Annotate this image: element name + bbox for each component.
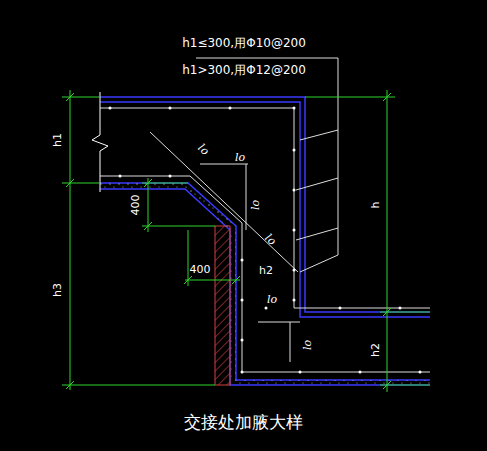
break-symbol	[92, 92, 108, 192]
rebar-dot	[109, 107, 112, 110]
anchor-length: lo	[267, 294, 277, 306]
drawing-stroke	[258, 322, 300, 323]
drawing-stroke	[62, 385, 215, 386]
rebar-dot	[359, 371, 362, 374]
rebar-note: h1≤300,用Φ10@200	[182, 37, 306, 50]
drawing-stroke	[290, 322, 291, 362]
drawing-stroke	[232, 276, 240, 284]
leader-lines	[196, 58, 338, 272]
drawing-stroke	[150, 132, 298, 272]
rebar-dot	[241, 299, 244, 302]
drawing-stroke	[300, 130, 338, 140]
rebar-dot	[241, 371, 244, 374]
rebar-dot	[265, 307, 268, 310]
dimension-text: 400	[190, 264, 211, 276]
rebar-dot	[293, 189, 296, 192]
dimension-text: h3	[52, 283, 64, 297]
anchor-length: lo	[235, 152, 245, 164]
caption: 交接处加腋大样	[184, 413, 303, 432]
rebar-lines	[100, 108, 430, 372]
drawing-stroke	[66, 93, 74, 101]
rebar-dot	[241, 259, 244, 262]
dimension-lines	[62, 90, 430, 392]
drawing-stroke	[100, 97, 430, 312]
drawing-stroke	[338, 58, 339, 255]
drawing-stroke	[188, 230, 189, 286]
drawing-stroke	[215, 226, 230, 385]
concrete-outline	[100, 97, 430, 385]
drawing-stroke	[148, 178, 149, 232]
drawing-stroke	[100, 189, 430, 385]
drawing-stroke	[100, 183, 430, 380]
dimension-text: h	[370, 202, 382, 209]
drawing-stroke	[296, 178, 338, 190]
rebar-dot	[293, 299, 296, 302]
drawing-stroke	[100, 183, 236, 230]
dimension-text: h1	[52, 133, 64, 147]
drawing-stroke	[62, 183, 100, 184]
rebar-dot	[339, 307, 342, 310]
drawing-stroke	[66, 179, 74, 187]
drawing-stroke	[300, 255, 338, 272]
drawing-stroke	[62, 97, 100, 98]
rebar-dot	[169, 175, 172, 178]
drawing-stroke	[184, 276, 192, 284]
drawing-stroke	[66, 381, 74, 389]
wall-hatch	[215, 226, 230, 385]
dimension-text: h2	[259, 265, 273, 277]
drawing-stroke	[383, 381, 391, 389]
rebar-note: h1>300,用Φ12@200	[182, 64, 306, 77]
haunch-fill	[100, 183, 430, 385]
rebar-dot	[229, 107, 232, 110]
rebar-dot	[293, 269, 296, 272]
drawing-stroke	[100, 176, 430, 372]
drawing-stroke	[305, 97, 395, 98]
drawing-stroke	[70, 90, 71, 390]
dimension-text: 400	[130, 195, 142, 216]
anchor-length: lo	[250, 200, 262, 210]
rebar-dot	[399, 307, 402, 310]
drawing-stroke	[387, 90, 388, 392]
rebar-dot	[419, 371, 422, 374]
drawing-stroke	[230, 232, 236, 382]
drawing-stroke	[100, 108, 430, 308]
drawing-stroke	[185, 280, 240, 281]
drawing-stroke	[144, 179, 152, 187]
rebar-sections	[109, 107, 422, 374]
anchor-length: lo	[302, 340, 314, 350]
anchor-length: lo	[195, 142, 211, 158]
rebar-dot	[293, 107, 296, 110]
rebar-dot	[293, 229, 296, 232]
rebar-dot	[241, 339, 244, 342]
rebar-dot	[293, 149, 296, 152]
drawing-stroke	[92, 92, 108, 192]
rebar-dot	[299, 371, 302, 374]
drawing-stroke	[383, 93, 391, 101]
drawing-stroke	[142, 226, 215, 227]
drawing-stroke	[383, 308, 391, 316]
rebar-dot	[169, 107, 172, 110]
rebar-dot	[119, 175, 122, 178]
drawing-stroke	[100, 102, 430, 317]
dimension-text: h2	[370, 343, 382, 357]
drawing-stroke	[196, 58, 338, 59]
drawing-stroke	[296, 228, 338, 240]
drawing-stroke	[246, 164, 247, 230]
drawing-stroke	[230, 380, 430, 385]
drawing-stroke	[144, 222, 152, 230]
anchor-length: lo	[262, 232, 278, 248]
